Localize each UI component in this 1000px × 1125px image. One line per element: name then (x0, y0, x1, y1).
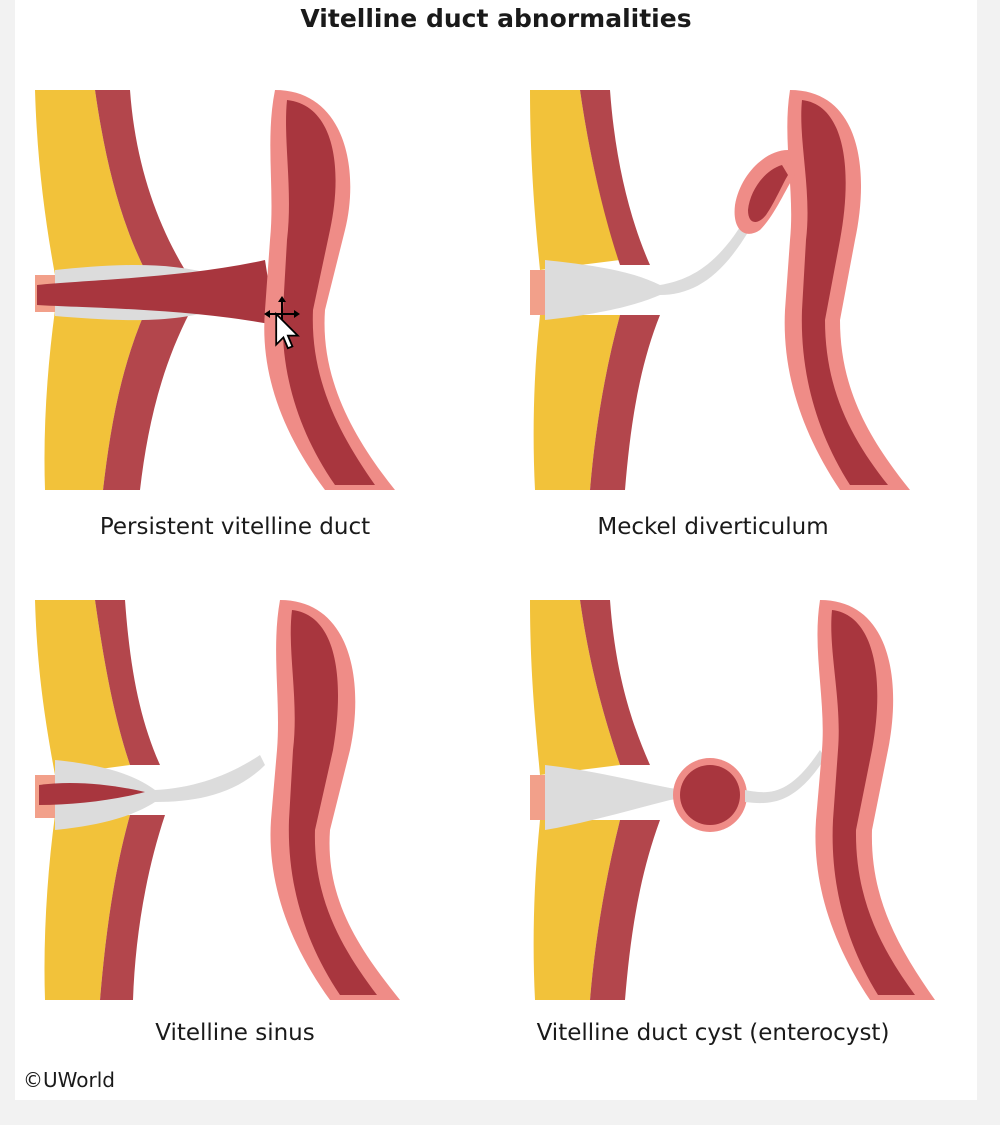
bowel-lumen (801, 100, 888, 485)
muscle-layer-upper (95, 600, 160, 765)
figure-vitelline-sinus (35, 600, 400, 1000)
abdominal-wall-lower (44, 815, 130, 1000)
abdominal-wall-upper (35, 600, 130, 775)
abdominal-wall-lower (533, 315, 620, 490)
muscle-layer-upper (580, 600, 650, 765)
move-cursor-icon (264, 296, 300, 350)
copyright-label: ©UWorld (23, 1068, 115, 1092)
muscle-layer-lower (590, 820, 660, 1000)
abdominal-wall-upper (35, 90, 145, 275)
figure-vitelline-duct-cyst (530, 600, 935, 1000)
muscle-layer-upper (95, 90, 185, 270)
vitelline-sinus (39, 782, 145, 805)
figure-title: Vitelline duct abnormalities (300, 4, 692, 33)
abdominal-wall-lower (533, 820, 620, 1000)
abdominal-wall-upper (530, 600, 620, 775)
caption-vitelline-duct-cyst: Vitelline duct cyst (enterocyst) (536, 1020, 890, 1046)
muscle-layer-lower (590, 315, 660, 490)
caption-meckel-diverticulum: Meckel diverticulum (597, 514, 829, 540)
caption-persistent-vitelline-duct: Persistent vitelline duct (99, 514, 371, 540)
figure-panel: Vitelline duct abnormalities (15, 0, 977, 1100)
figure-meckel-diverticulum (530, 90, 910, 490)
abdominal-wall-upper (530, 90, 620, 270)
muscle-layer-upper (580, 90, 650, 265)
muscle-layer-lower (103, 312, 190, 490)
caption-vitelline-sinus: Vitelline sinus (155, 1020, 315, 1046)
muscle-layer-lower (100, 815, 165, 1000)
bowel-lumen (282, 100, 375, 485)
figure-persistent-vitelline-duct (35, 90, 395, 490)
bowel-lumen (831, 610, 915, 995)
abdominal-wall-lower (44, 310, 145, 490)
bowel-lumen (288, 610, 377, 995)
